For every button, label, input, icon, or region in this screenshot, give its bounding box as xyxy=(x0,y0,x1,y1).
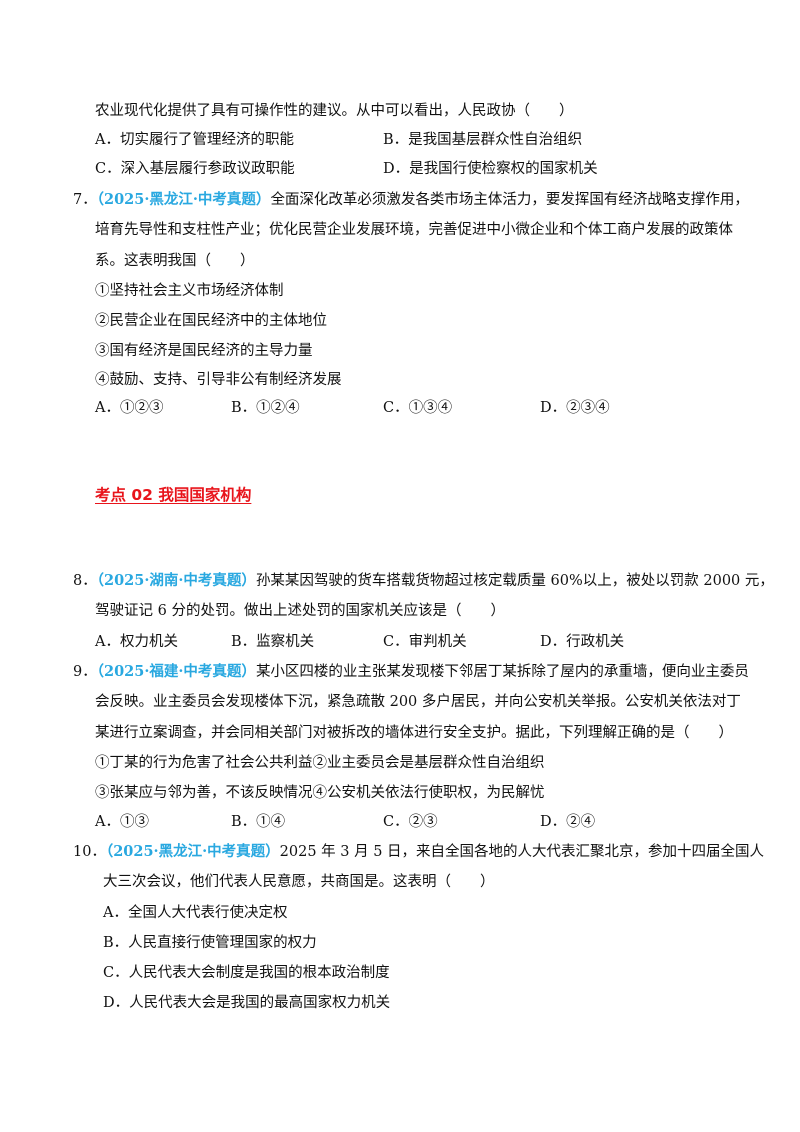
q10-option-c[interactable]: C．人民代表大会制度是我国的根本政治制度 xyxy=(103,965,390,981)
q9-stem-1: 某小区四楼的业主张某发现楼下邻居丁某拆除了屋内的承重墙，便向业主委员 xyxy=(255,664,749,680)
q10-number: 10． xyxy=(73,844,106,860)
q7-item-4: ④鼓励、支持、引导非公有制经济发展 xyxy=(95,372,342,388)
q8-option-a[interactable]: A．权力机关 xyxy=(95,634,178,650)
q10-stem-1: 2025 年 3 月 5 日，来自全国各地的人大代表汇聚北京，参加十四届全国人 xyxy=(279,844,765,860)
q10-source: （2025·黑龙江·中考真题） xyxy=(105,843,280,860)
q9-line-1: 9．（2025·福建·中考真题）某小区四楼的业主张某发现楼下邻居丁某拆除了屋内的… xyxy=(73,662,749,682)
q6-option-a[interactable]: A．切实履行了管理经济的职能 xyxy=(95,132,294,148)
q8-source: （2025·湖南·中考真题） xyxy=(96,572,256,589)
q10-option-d[interactable]: D．人民代表大会是我国的最高国家权力机关 xyxy=(103,995,391,1011)
q9-option-b[interactable]: B．①④ xyxy=(231,814,286,830)
q10-option-b[interactable]: B．人民直接行使管理国家的权力 xyxy=(103,935,317,951)
q8-stem-2: 驾驶证记 6 分的处罚。做出上述处罚的国家机关应该是（ ） xyxy=(95,603,505,619)
q7-stem-2: 培育先导性和支柱性产业；优化民营企业发展环境，完善促进中小微企业和个体工商户发展… xyxy=(95,222,733,238)
q7-source: （2025·黑龙江·中考真题） xyxy=(96,191,271,208)
q7-item-2: ②民营企业在国民经济中的主体地位 xyxy=(95,313,327,329)
q7-stem-3: 系。这表明我国（ ） xyxy=(95,253,255,269)
q9-item-1: ①丁某的行为危害了社会公共利益②业主委员会是基层群众性自治组织 xyxy=(95,755,545,771)
q7-option-b[interactable]: B．①②④ xyxy=(231,400,300,416)
q10-line-1: 10．（2025·黑龙江·中考真题）2025 年 3 月 5 日，来自全国各地的… xyxy=(73,842,764,862)
q8-option-b[interactable]: B．监察机关 xyxy=(231,634,315,650)
q9-stem-3: 某进行立案调查，并会同相关部门对被拆改的墙体进行安全支护。据此，下列理解正确的是… xyxy=(95,725,733,741)
q7-item-3: ③国有经济是国民经济的主导力量 xyxy=(95,343,313,359)
q9-option-a[interactable]: A．①③ xyxy=(95,814,149,830)
q7-option-a[interactable]: A．①②③ xyxy=(95,400,164,416)
q7-item-1: ①坚持社会主义市场经济体制 xyxy=(95,283,284,299)
q6-text-cont: 农业现代化提供了具有可操作性的建议。从中可以看出，人民政协（ ） xyxy=(95,103,574,119)
q7-number: 7． xyxy=(73,192,97,208)
q7-option-d[interactable]: D．②③④ xyxy=(540,400,610,416)
section-heading: 考点 02 我国国家机构 xyxy=(95,486,252,504)
q9-option-d[interactable]: D．②④ xyxy=(540,814,596,830)
q9-item-2: ③张某应与邻为善，不该反映情况④公安机关依法行使职权，为民解忧 xyxy=(95,785,545,801)
q7-option-c[interactable]: C．①③④ xyxy=(383,400,453,416)
q9-number: 9． xyxy=(73,664,97,680)
q8-line-1: 8．（2025·湖南·中考真题）孙某某因驾驶的货车搭载货物超过核定载质量 60%… xyxy=(73,571,774,591)
q7-line-1: 7．（2025·黑龙江·中考真题）全面深化改革必须激发各类市场主体活力，要发挥国… xyxy=(73,190,749,210)
q8-number: 8． xyxy=(73,573,97,589)
q8-option-d[interactable]: D．行政机关 xyxy=(540,634,625,650)
q8-stem-1: 孙某某因驾驶的货车搭载货物超过核定载质量 60%以上，被处以罚款 2000 元， xyxy=(255,573,774,589)
q6-option-b[interactable]: B．是我国基层群众性自治组织 xyxy=(383,132,583,148)
q10-stem-2: 大三次会议，他们代表人民意愿，共商国是。这表明（ ） xyxy=(103,874,495,890)
q7-stem-1: 全面深化改革必须激发各类市场主体活力，要发挥国有经济战略支撑作用， xyxy=(270,192,749,208)
q10-option-a[interactable]: A．全国人大代表行使决定权 xyxy=(103,905,288,921)
q6-option-d[interactable]: D．是我国行使检察权的国家机关 xyxy=(383,161,598,177)
q9-stem-2: 会反映。业主委员会发现楼体下沉，紧急疏散 200 多户居民，并向公安机关举报。公… xyxy=(95,694,741,710)
q9-option-c[interactable]: C．②③ xyxy=(383,814,438,830)
q8-option-c[interactable]: C．审判机关 xyxy=(383,634,467,650)
q6-option-c[interactable]: C．深入基层履行参政议政职能 xyxy=(95,161,295,177)
q9-source: （2025·福建·中考真题） xyxy=(96,663,256,680)
